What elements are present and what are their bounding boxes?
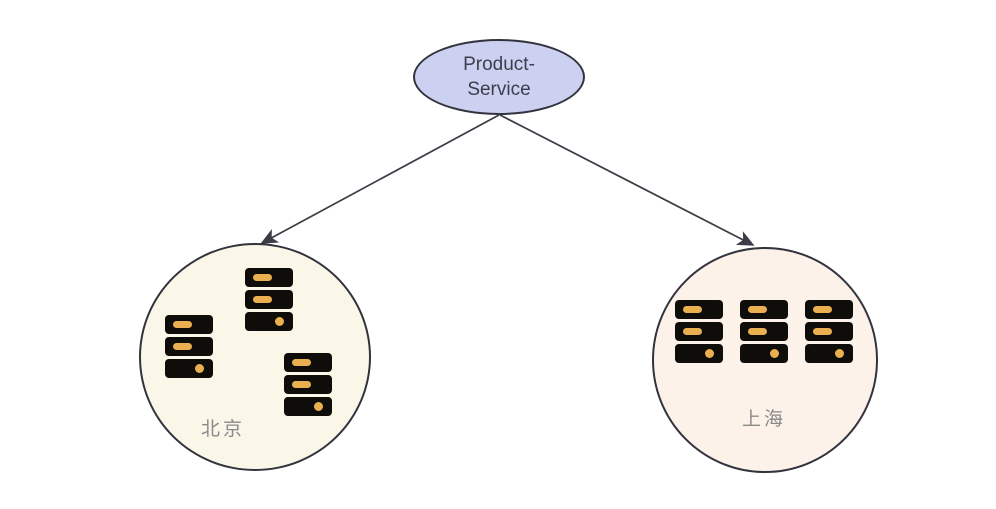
server-led-bar bbox=[253, 274, 272, 281]
server-unit bbox=[165, 359, 213, 378]
server-icon bbox=[165, 315, 213, 378]
server-icon bbox=[245, 268, 293, 331]
server-led-dot bbox=[314, 402, 323, 411]
server-led-bar bbox=[292, 381, 311, 388]
server-unit bbox=[805, 300, 853, 319]
server-unit bbox=[245, 312, 293, 331]
server-unit bbox=[245, 290, 293, 309]
server-led-bar bbox=[683, 306, 702, 313]
arrow-root-to-shanghai bbox=[499, 114, 755, 246]
server-unit bbox=[675, 344, 723, 363]
server-unit bbox=[245, 268, 293, 287]
server-icon bbox=[805, 300, 853, 363]
server-unit bbox=[165, 315, 213, 334]
root-node-product-service: Product-Service bbox=[413, 39, 585, 115]
server-icon bbox=[740, 300, 788, 363]
server-led-bar bbox=[748, 328, 767, 335]
arrow-root-to-beijing bbox=[260, 114, 500, 244]
server-icon bbox=[284, 353, 332, 416]
server-led-dot bbox=[770, 349, 779, 358]
root-node-label: Product-Service bbox=[463, 53, 535, 100]
server-led-dot bbox=[275, 317, 284, 326]
server-unit bbox=[740, 300, 788, 319]
server-led-bar bbox=[683, 328, 702, 335]
server-led-bar bbox=[292, 359, 311, 366]
server-led-bar bbox=[813, 306, 832, 313]
server-unit bbox=[284, 397, 332, 416]
server-unit bbox=[284, 375, 332, 394]
server-led-dot bbox=[705, 349, 714, 358]
region-label-shanghai: 上海 bbox=[742, 409, 787, 430]
region-label-beijing: 北京 bbox=[201, 419, 246, 440]
server-unit bbox=[740, 344, 788, 363]
server-unit bbox=[740, 322, 788, 341]
server-led-bar bbox=[748, 306, 767, 313]
server-unit bbox=[805, 322, 853, 341]
server-unit bbox=[805, 344, 853, 363]
server-unit bbox=[675, 322, 723, 341]
server-unit bbox=[675, 300, 723, 319]
server-led-bar bbox=[813, 328, 832, 335]
server-led-dot bbox=[195, 364, 204, 373]
server-icon bbox=[675, 300, 723, 363]
server-unit bbox=[284, 353, 332, 372]
server-led-bar bbox=[173, 343, 192, 350]
server-led-bar bbox=[253, 296, 272, 303]
server-unit bbox=[165, 337, 213, 356]
server-led-bar bbox=[173, 321, 192, 328]
server-led-dot bbox=[835, 349, 844, 358]
